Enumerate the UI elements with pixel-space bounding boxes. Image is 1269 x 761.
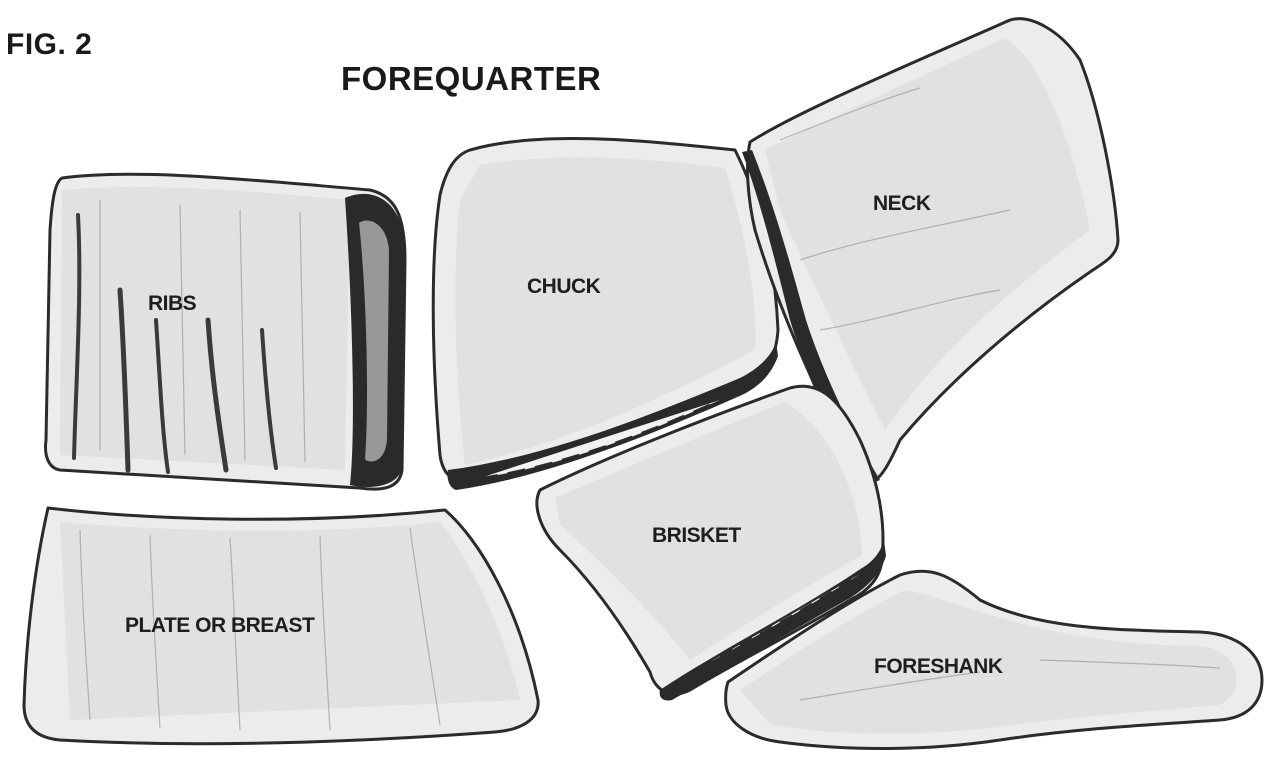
neck-label: NECK — [873, 192, 931, 215]
brisket-label: BRISKET — [652, 524, 741, 547]
plate-cut: PLATE OR BREAST — [24, 508, 538, 744]
ribs-label: RIBS — [148, 292, 197, 315]
ribs-cut: RIBS — [46, 174, 405, 489]
plate-label: PLATE OR BREAST — [125, 614, 315, 637]
chuck-label: CHUCK — [527, 275, 601, 298]
foreshank-label: FORESHANK — [874, 655, 1003, 678]
